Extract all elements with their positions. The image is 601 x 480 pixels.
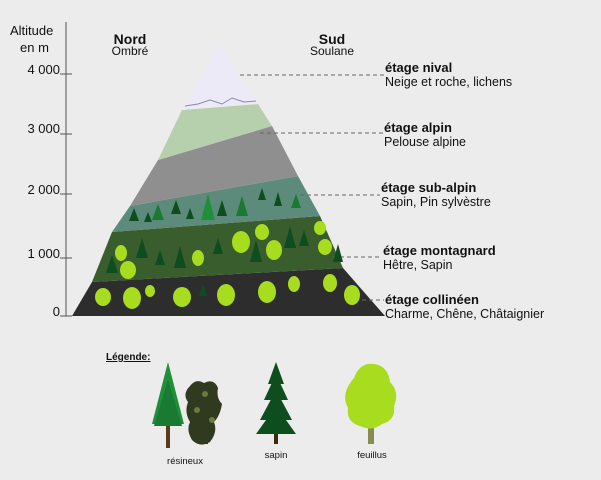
fir-tree <box>274 192 282 206</box>
fir-tree <box>186 208 194 219</box>
legend-fir-tree-icon <box>256 362 296 444</box>
deciduous-tree <box>255 224 269 240</box>
south-subtitle: Soulane <box>309 44 355 58</box>
fir-tree <box>333 244 343 262</box>
fir-tree <box>201 194 215 220</box>
legend-label-resineux: résineux <box>167 456 203 467</box>
south-title: Sud <box>318 31 346 47</box>
zone-alpin-name: étage alpin <box>384 120 452 135</box>
tick-0: 0 <box>52 304 60 319</box>
south-side: Sud Soulane <box>300 31 364 58</box>
zone-montagnard: étage montagnard Hêtre, Sapin <box>383 243 496 272</box>
zone-alpin: étage alpin Pelouse alpine <box>384 120 466 149</box>
fir-tree <box>213 238 223 254</box>
zone-montagnard-description: Hêtre, Sapin <box>383 258 453 272</box>
deciduous-tree <box>258 281 276 303</box>
deciduous-tree <box>173 287 191 307</box>
deciduous-tree <box>115 245 127 261</box>
zone-montagnard-name: étage montagnard <box>383 243 496 258</box>
fir-tree <box>136 238 148 258</box>
fir-tree <box>174 246 186 268</box>
fir-tree <box>291 194 301 208</box>
north-title: Nord <box>113 31 147 47</box>
zone-collineen: étage collinéen Charme, Chêne, Châtaigni… <box>385 292 544 321</box>
legend-mixed-forest-icon <box>152 362 222 448</box>
axis-title-line1: Altitude <box>10 23 54 38</box>
zone-collineen-description: Charme, Chêne, Châtaignier <box>385 307 545 321</box>
zone-alpin-description: Pelouse alpine <box>384 135 467 149</box>
legend-label-feuillus: feuillus <box>357 450 387 461</box>
fir-tree <box>236 196 248 216</box>
legend-label-sapin: sapin <box>264 450 288 461</box>
deciduous-tree <box>344 285 360 305</box>
tick-4000: 4 000 <box>27 62 60 77</box>
trees <box>95 188 360 309</box>
band-rock <box>130 126 298 206</box>
tick-1000: 1 000 <box>27 246 60 261</box>
north-subtitle: Ombré <box>111 44 149 58</box>
fir-tree <box>299 230 309 246</box>
axis-title: Altitude en m <box>10 22 53 56</box>
deciduous-tree <box>120 261 136 279</box>
fir-tree <box>284 226 296 248</box>
zone-nival-description: Neige et roche, lichens <box>385 75 513 89</box>
fir-tree <box>199 284 207 296</box>
tick-2000: 2 000 <box>27 182 60 197</box>
fir-tree <box>155 250 165 265</box>
legend-title: Légende: <box>106 352 151 363</box>
deciduous-tree <box>145 285 155 297</box>
deciduous-tree <box>318 239 332 255</box>
band-alpin <box>158 104 272 160</box>
fir-tree <box>171 200 181 214</box>
zone-collineen-name: étage collinéen <box>385 292 479 307</box>
deciduous-tree <box>192 250 204 266</box>
fir-tree <box>144 212 152 222</box>
fir-tree <box>250 240 262 262</box>
band-subalpin <box>112 176 320 232</box>
snow-edge-line <box>184 97 257 107</box>
legend-deciduous-tree-icon <box>345 363 397 444</box>
axis-ticks <box>60 22 72 317</box>
zone-subalpin: étage sub-alpin Sapin, Pin sylvèstre <box>381 180 491 209</box>
deciduous-tree <box>217 284 235 306</box>
fir-tree <box>152 204 164 220</box>
fir-tree <box>258 188 266 200</box>
deciduous-tree <box>95 288 111 306</box>
deciduous-tree <box>314 221 326 235</box>
zone-nival-name: étage nival <box>385 60 453 75</box>
zone-subalpin-description: Sapin, Pin sylvèstre <box>381 195 491 209</box>
band-nival <box>182 43 258 110</box>
deciduous-tree <box>123 287 141 309</box>
fir-tree <box>217 200 227 216</box>
deciduous-tree <box>266 240 282 260</box>
zone-nival: étage nival Neige et roche, lichens <box>385 60 512 89</box>
deciduous-tree <box>288 276 300 292</box>
axis-title-line2: en m <box>20 40 49 55</box>
deciduous-tree <box>323 274 337 292</box>
north-side: Nord Ombré <box>100 31 160 58</box>
tick-3000: 3 000 <box>27 121 60 136</box>
deciduous-tree <box>232 231 250 253</box>
fir-tree <box>106 255 118 273</box>
fir-tree <box>129 208 139 221</box>
zone-subalpin-name: étage sub-alpin <box>381 180 477 195</box>
